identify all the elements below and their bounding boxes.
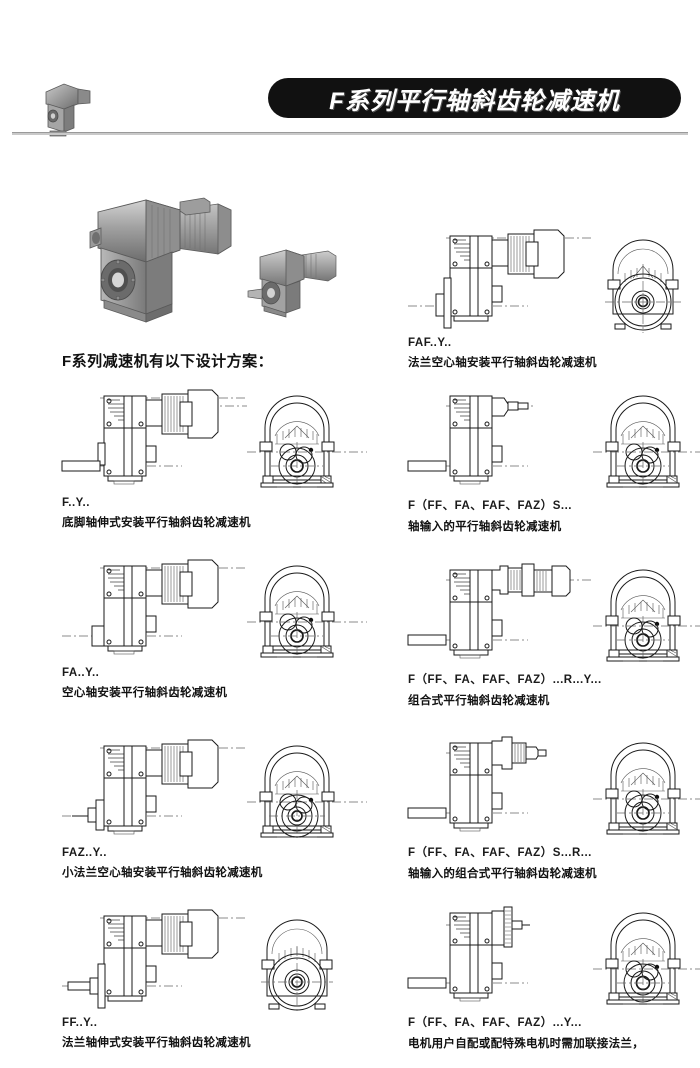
variant-figures <box>62 738 392 843</box>
foot-mounted-end-view-icon <box>247 388 367 493</box>
gear-reducer-compact-photo-icon <box>240 243 350 318</box>
coupling-flange-end-view-icon <box>593 905 700 1010</box>
variant-figures <box>61 388 392 493</box>
shaft-input-end-view-icon <box>593 388 700 493</box>
combination-unit-side-view-icon <box>407 562 593 667</box>
gear-reducer-with-motor-photo-icon <box>68 188 258 328</box>
header-divider <box>12 132 688 135</box>
shaft-input-combination-end-view-icon <box>593 735 700 840</box>
small-flange-hollow-shaft-side-view-icon <box>62 738 247 843</box>
variant-description: 法兰空心轴安装平行轴斜齿轮减速机 <box>408 357 597 369</box>
variant-code: FAF..Y.. <box>408 337 452 349</box>
variant-code: F..Y.. <box>62 497 90 509</box>
flange-shaft-side-view-icon <box>62 908 247 1013</box>
variant-cell-coupling-flange: F（FF、FA、FAF、FAZ）...Y... 电机用户自配或配特殊电机时需加联… <box>407 905 700 1051</box>
variant-figures <box>408 228 700 333</box>
variant-description: 轴输入的组合式平行轴斜齿轮减速机 <box>408 868 597 880</box>
variant-description: 轴输入的平行轴斜齿轮减速机 <box>408 521 562 533</box>
variant-figures <box>407 562 700 667</box>
variant-cell-f-y: F..Y.. 底脚轴伸式安装平行轴斜齿轮减速机 <box>61 388 392 530</box>
variant-cell-shaft-input-combination: F（FF、FA、FAF、FAZ）S...R... 轴输入的组合式平行轴斜齿轮减速… <box>407 735 700 881</box>
variant-code: FF..Y.. <box>62 1017 98 1029</box>
variant-cell-shaft-input: F（FF、FA、FAF、FAZ）S... 轴输入的平行轴斜齿轮减速机 <box>407 388 700 534</box>
variant-figures <box>407 905 700 1010</box>
variant-description: 组合式平行轴斜齿轮减速机 <box>408 695 550 707</box>
variant-description: 法兰轴伸式安装平行轴斜齿轮减速机 <box>62 1037 251 1049</box>
foot-mounted-side-view-icon <box>61 388 247 493</box>
variant-description: 空心轴安装平行轴斜齿轮减速机 <box>62 687 228 699</box>
flange-hollow-shaft-side-view-icon <box>408 228 593 333</box>
variant-cell-faz-y: FAZ..Y.. 小法兰空心轴安装平行轴斜齿轮减速机 <box>62 738 392 880</box>
variant-code: FAZ..Y.. <box>62 847 107 859</box>
flange-shaft-end-view-icon <box>247 908 367 1013</box>
variant-description: 底脚轴伸式安装平行轴斜齿轮减速机 <box>62 517 251 529</box>
combination-unit-end-view-icon <box>593 562 700 667</box>
variant-code: F（FF、FA、FAF、FAZ）S...R... <box>408 847 592 859</box>
variant-cell-ff-y: FF..Y.. 法兰轴伸式安装平行轴斜齿轮减速机 <box>62 908 392 1050</box>
variant-code: F（FF、FA、FAF、FAZ）S... <box>408 500 572 512</box>
variant-figures <box>407 388 700 493</box>
variant-cell-combination: F（FF、FA、FAF、FAZ）...R...Y... 组合式平行轴斜齿轮减速机 <box>407 562 700 708</box>
page-header: F系列平行轴斜齿轮减速机 <box>0 70 700 148</box>
variant-figures <box>62 908 392 1013</box>
variant-cell-faf-y: FAF..Y.. 法兰空心轴安装平行轴斜齿轮减速机 <box>408 228 700 370</box>
variant-description: 小法兰空心轴安装平行轴斜齿轮减速机 <box>62 867 263 879</box>
variant-code: FA..Y.. <box>62 667 100 679</box>
small-flange-hollow-shaft-end-view-icon <box>247 738 367 843</box>
hollow-shaft-end-view-icon <box>247 558 367 663</box>
gear-reducer-photo-icon <box>38 78 96 140</box>
variant-figures <box>62 558 392 663</box>
coupling-flange-side-view-icon <box>407 905 593 1010</box>
flange-hollow-shaft-end-view-icon <box>593 228 700 333</box>
variant-code: F（FF、FA、FAF、FAZ）...R...Y... <box>408 674 602 686</box>
shaft-input-combination-side-view-icon <box>407 735 593 840</box>
hollow-shaft-side-view-icon <box>62 558 247 663</box>
variant-figures <box>407 735 700 840</box>
page-title-banner: F系列平行轴斜齿轮减速机 <box>268 78 681 118</box>
variant-code: F（FF、FA、FAF、FAZ）...Y... <box>408 1017 582 1029</box>
page-title: F系列平行轴斜齿轮减速机 <box>329 87 620 115</box>
shaft-input-side-view-icon <box>407 388 593 493</box>
variant-description: 电机用户自配或配特殊电机时需加联接法兰， <box>408 1038 644 1050</box>
variant-cell-fa-y: FA..Y.. 空心轴安装平行轴斜齿轮减速机 <box>62 558 392 700</box>
section-heading: F系列减速机有以下设计方案： <box>62 353 274 370</box>
